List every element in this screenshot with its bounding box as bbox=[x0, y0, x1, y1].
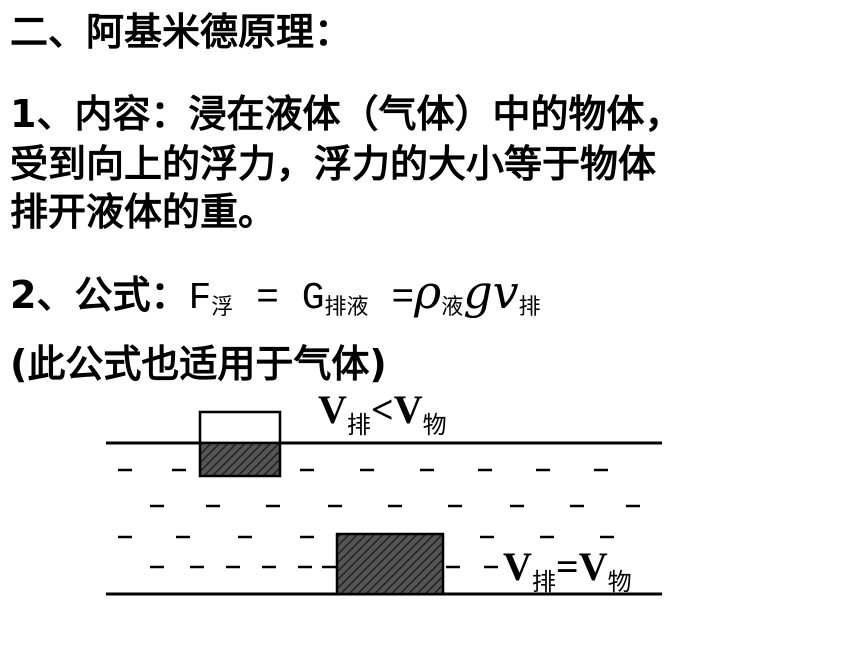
section-heading: 二、阿基米德原理： bbox=[10, 10, 353, 54]
content-line-1: 1、内容：浸在液体（气体）中的物体， bbox=[10, 92, 683, 136]
formula-g-sub: 排液 bbox=[324, 295, 369, 320]
note-line: (此公式也适用于气体) bbox=[10, 342, 387, 386]
floating-block-submerged bbox=[198, 441, 282, 478]
content-line-3: 排开液体的重。 bbox=[10, 190, 277, 234]
bottom-volume-label: V排=V物 bbox=[503, 545, 632, 604]
floating-block-top bbox=[198, 410, 282, 445]
content-line-2: 受到向上的浮力，浮力的大小等于物体 bbox=[10, 142, 657, 186]
bottom-label-v2: V bbox=[578, 544, 608, 589]
liquid-dashes bbox=[118, 468, 640, 569]
top-label-op: < bbox=[370, 387, 394, 432]
formula-g: g bbox=[463, 265, 493, 319]
top-label-sub-1: 排 bbox=[346, 411, 371, 439]
formula-v-sub: 排 bbox=[518, 295, 541, 320]
top-label-sub-2: 物 bbox=[422, 411, 447, 439]
formula-g-weight: G bbox=[301, 277, 325, 320]
formula-eq-1: = bbox=[233, 277, 302, 320]
bottom-label-sub-2: 物 bbox=[607, 568, 632, 596]
formula-eq-2: = bbox=[368, 277, 415, 320]
formula-rho: ρ bbox=[414, 265, 442, 319]
bottom-label-sub-1: 排 bbox=[531, 568, 556, 596]
formula-rho-sub: 液 bbox=[441, 295, 464, 320]
top-volume-label: V排<V物 bbox=[318, 388, 447, 447]
top-label-v: V bbox=[318, 387, 347, 432]
bottom-label-v: V bbox=[503, 544, 532, 589]
formula-line: 2、公式：F浮 = G排液 =ρ液gv排 bbox=[10, 269, 541, 330]
formula-f-sub: 浮 bbox=[211, 295, 234, 320]
formula-prefix: 2、公式： bbox=[10, 273, 189, 317]
top-label-v2: V bbox=[393, 387, 423, 432]
submerged-block bbox=[335, 532, 445, 596]
bottom-label-op: = bbox=[555, 544, 579, 589]
formula-v: v bbox=[492, 265, 519, 319]
formula-f: F bbox=[188, 277, 212, 320]
